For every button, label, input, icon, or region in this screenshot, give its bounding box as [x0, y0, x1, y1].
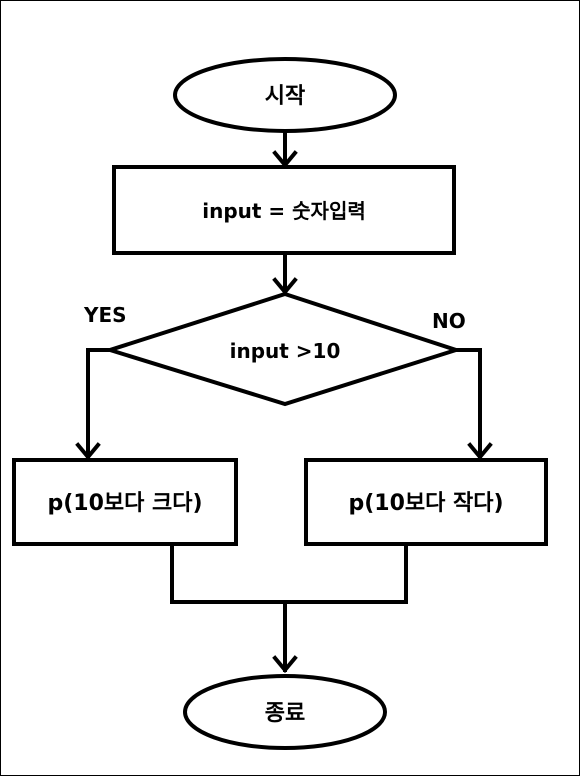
branch-no-label: NO [432, 309, 466, 333]
input-process-label: input = 숫자입력 [202, 199, 366, 223]
decision-diamond: input >10 [103, 291, 463, 407]
branch-yes-label: YES [83, 303, 127, 327]
start-label: 시작 [265, 84, 305, 109]
no-action-label: p(10보다 작다) [348, 491, 503, 516]
arrow-no-branch [454, 348, 493, 461]
merge-connector [170, 542, 408, 674]
no-action-box: p(10보다 작다) [304, 458, 548, 546]
arrow-yes-branch [75, 348, 112, 461]
decision-label: input >10 [230, 339, 341, 363]
yes-action-label: p(10보다 크다) [47, 491, 202, 516]
arrow-start-to-input [272, 129, 298, 169]
yes-action-box: p(10보다 크다) [12, 458, 238, 546]
end-terminal: 종료 [183, 674, 387, 750]
start-terminal: 시작 [173, 57, 397, 133]
end-label: 종료 [265, 701, 305, 726]
arrow-input-to-decision [272, 251, 298, 296]
input-process-box: input = 숫자입력 [112, 165, 456, 255]
